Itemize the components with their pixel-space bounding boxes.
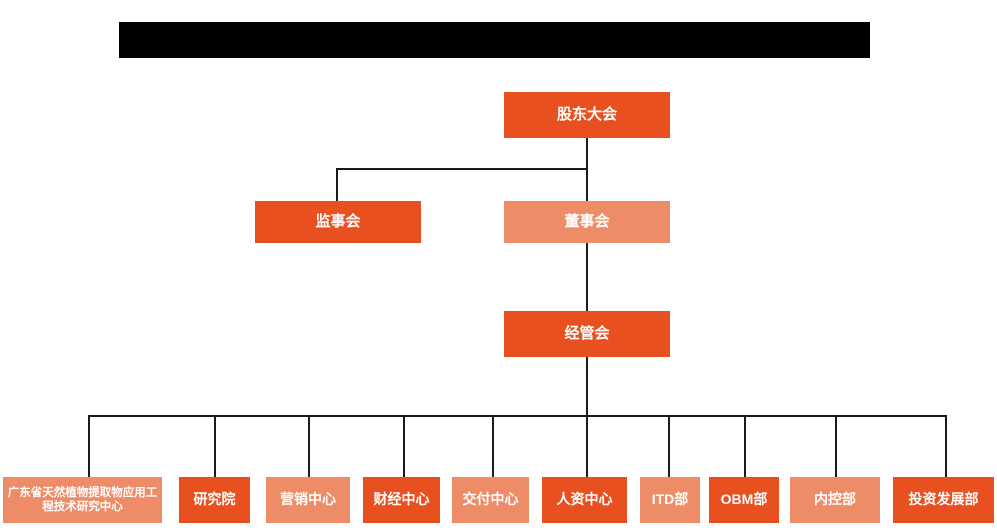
connector-drop-delivery-center [492, 415, 494, 477]
node-board-of-directors[interactable]: 董事会 [504, 201, 670, 243]
connector-drop-obm-department [744, 415, 746, 477]
node-delivery-center[interactable]: 交付中心 [452, 477, 529, 523]
connector-level2-bus [336, 168, 588, 170]
node-guangdong-research-center[interactable]: 广东省天然植物提取物应用工程技术研究中心 [3, 477, 162, 523]
connector-drop-investment-development-department [945, 415, 947, 477]
connector-drop-finance-center [403, 415, 405, 477]
connector-management-down [586, 357, 588, 415]
node-hr-center[interactable]: 人资中心 [542, 477, 627, 523]
connector-down-directors [586, 168, 588, 201]
connector-drop-guangdong-research-center [88, 415, 90, 477]
connector-drop-research-institute [214, 415, 216, 477]
node-finance-center[interactable]: 财经中心 [363, 477, 440, 523]
connector-shareholders-down [586, 138, 588, 169]
connector-down-supervisors [336, 168, 338, 201]
node-marketing-center[interactable]: 营销中心 [266, 477, 350, 523]
connector-drop-hr-center [586, 415, 588, 477]
connector-directors-to-management [586, 243, 588, 311]
node-investment-development-department[interactable]: 投资发展部 [893, 477, 994, 523]
connector-drop-marketing-center [308, 415, 310, 477]
redacted-title-bar [119, 22, 870, 58]
node-management-committee[interactable]: 经管会 [504, 311, 670, 357]
node-shareholders-meeting[interactable]: 股东大会 [504, 92, 670, 138]
node-internal-control-department[interactable]: 内控部 [790, 477, 880, 523]
node-obm-department[interactable]: OBM部 [709, 477, 779, 523]
connector-drop-internal-control-department [835, 415, 837, 477]
connector-departments-bus [88, 415, 946, 417]
node-board-of-supervisors[interactable]: 监事会 [255, 201, 421, 243]
connector-drop-itd-department [668, 415, 670, 477]
node-research-institute[interactable]: 研究院 [179, 477, 250, 523]
node-itd-department[interactable]: ITD部 [640, 477, 700, 523]
